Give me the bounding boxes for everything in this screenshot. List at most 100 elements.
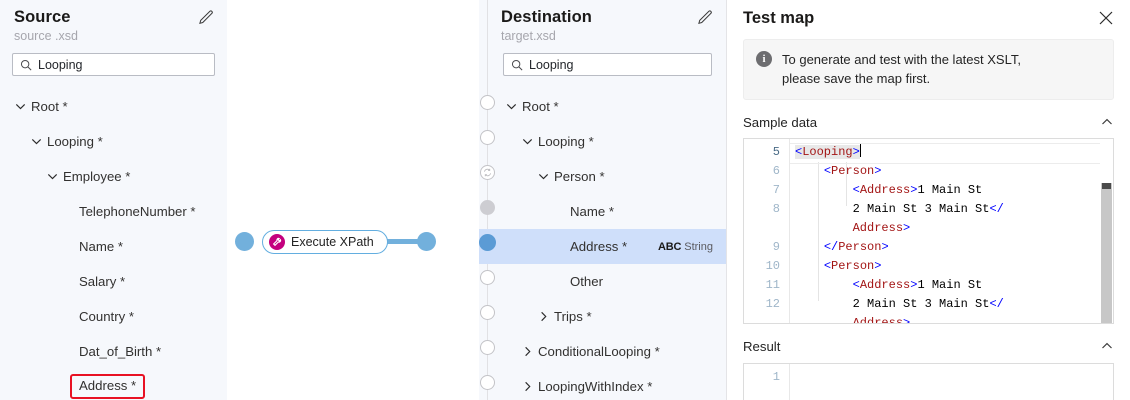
map-canvas[interactable]: Execute XPath [227,0,479,400]
line-number: 12 [765,297,780,311]
connector-dot[interactable] [479,269,495,285]
source-edit-pencil-icon[interactable] [197,9,215,27]
tree-row[interactable]: Person * [479,159,726,194]
tree-row[interactable]: Name * [479,194,726,229]
code-line: <Address>1 Main St [795,181,1113,200]
destination-edit-pencil-icon[interactable] [696,9,714,27]
code-token: Address [852,221,904,235]
test-map-panel: Test map i To generate and test with the… [727,0,1130,400]
code-line: <Looping> [790,143,1113,164]
chevron-down-icon[interactable] [521,135,534,148]
connector-dot[interactable] [479,129,495,145]
source-panel-title: Source [14,8,71,26]
destination-schema-tree: Root * Looping * Person * Name *Address *AB… [479,89,726,400]
tree-row-label: TelephoneNumber * [79,203,196,219]
tree-row-label: Person * [554,168,605,184]
execute-xpath-function-node[interactable]: Execute XPath [262,230,388,254]
code-token: > [903,221,911,235]
result-line-numbers: 1 [744,364,790,400]
code-line: <Person> [795,257,1113,276]
result-section-header[interactable]: Result [743,336,1114,356]
connector-dot[interactable] [479,233,496,251]
tree-row[interactable]: Country * [0,299,227,334]
line-number: 8 [772,202,780,216]
scrollbar-thumb[interactable] [1101,183,1112,323]
code-token: < [852,278,860,292]
connector-dot[interactable] [479,94,495,110]
indent-guide [846,162,847,206]
tree-row[interactable]: Trips * [479,299,726,334]
close-icon[interactable] [1096,8,1116,28]
sample-data-code[interactable]: <Looping> <Person> <Address>1 Main St 2 … [790,139,1113,323]
tree-row-label: Employee * [63,168,131,184]
tree-row-label: Dat_of_Birth * [79,343,162,359]
type-abc-icon: ABC [657,240,682,253]
code-line: Address> [795,314,1113,323]
tree-row[interactable]: ConditionalLooping * [479,334,726,369]
scrollbar-marker [1102,183,1111,189]
sample-data-section-header[interactable]: Sample data [743,112,1114,132]
code-token: < [795,145,803,159]
tree-row[interactable]: Looping * [479,124,726,159]
chevron-down-icon[interactable] [46,170,59,183]
line-number: 7 [772,183,780,197]
code-token: 1 Main St [917,278,983,292]
tree-row[interactable]: Root * [479,89,726,124]
tree-row[interactable]: Employee * [0,159,227,194]
result-scrollbar[interactable] [1100,364,1113,400]
tree-row[interactable]: Other [479,264,726,299]
search-icon [20,59,32,71]
tree-row[interactable]: TelephoneNumber * [0,194,227,229]
tree-row-label: Looping * [538,133,594,149]
tree-row[interactable]: Address *ABC String [479,229,726,264]
code-token: > [910,278,918,292]
chevron-down-icon[interactable] [537,170,550,183]
result-editor[interactable]: 1 [743,363,1114,400]
tree-row-label: Trips * [554,308,592,324]
tree-row[interactable]: LoopingWithIndex * [479,369,726,400]
chevron-down-icon[interactable] [30,135,43,148]
panel-divider [726,0,727,400]
chevron-up-icon[interactable] [1100,339,1114,353]
code-token: Person [831,164,875,178]
tree-row[interactable]: Name * [0,229,227,264]
connector-loop-dot[interactable] [479,164,495,180]
chevron-right-icon[interactable] [521,345,534,358]
code-token: < [823,164,832,178]
source-schema-filename: source .xsd [14,29,78,43]
result-code[interactable] [790,364,1113,400]
tree-row[interactable]: Root * [0,89,227,124]
connector-dot[interactable] [479,374,495,390]
destination-search-input[interactable]: Looping [503,53,712,76]
tree-row[interactable]: Looping * [0,124,227,159]
code-token: < [852,183,860,197]
code-token: Person [831,259,875,273]
info-icon: i [756,51,772,67]
tree-row-label: Other [570,273,603,289]
line-number [744,219,789,238]
save-map-info-bar: i To generate and test with the latest X… [743,39,1114,100]
chevron-down-icon[interactable] [14,100,27,113]
function-input-handle[interactable] [235,232,254,251]
destination-panel-title: Destination [501,8,592,26]
chevron-right-icon[interactable] [521,380,534,393]
source-search-input[interactable]: Looping [12,53,215,76]
connector-dot[interactable] [479,339,495,355]
source-schema-tree: Root *Looping * Employee * TelephoneNumber… [0,89,227,400]
code-token: 2 Main St 3 Main St [852,202,990,216]
chevron-down-icon[interactable] [505,100,518,113]
code-token: Looping [802,145,853,159]
code-line: <Address>1 Main St [795,276,1113,295]
sample-data-scrollbar[interactable] [1100,139,1113,323]
connection-end-handle[interactable] [417,232,436,251]
connector-dot[interactable] [479,304,495,320]
connector-dot[interactable] [479,199,495,215]
tree-row[interactable]: Salary * [0,264,227,299]
chevron-right-icon[interactable] [537,310,550,323]
tree-row[interactable]: Address * [0,369,227,400]
tree-row[interactable]: Dat_of_Birth * [0,334,227,369]
code-token: > [874,259,882,273]
chevron-up-icon[interactable] [1100,115,1114,129]
